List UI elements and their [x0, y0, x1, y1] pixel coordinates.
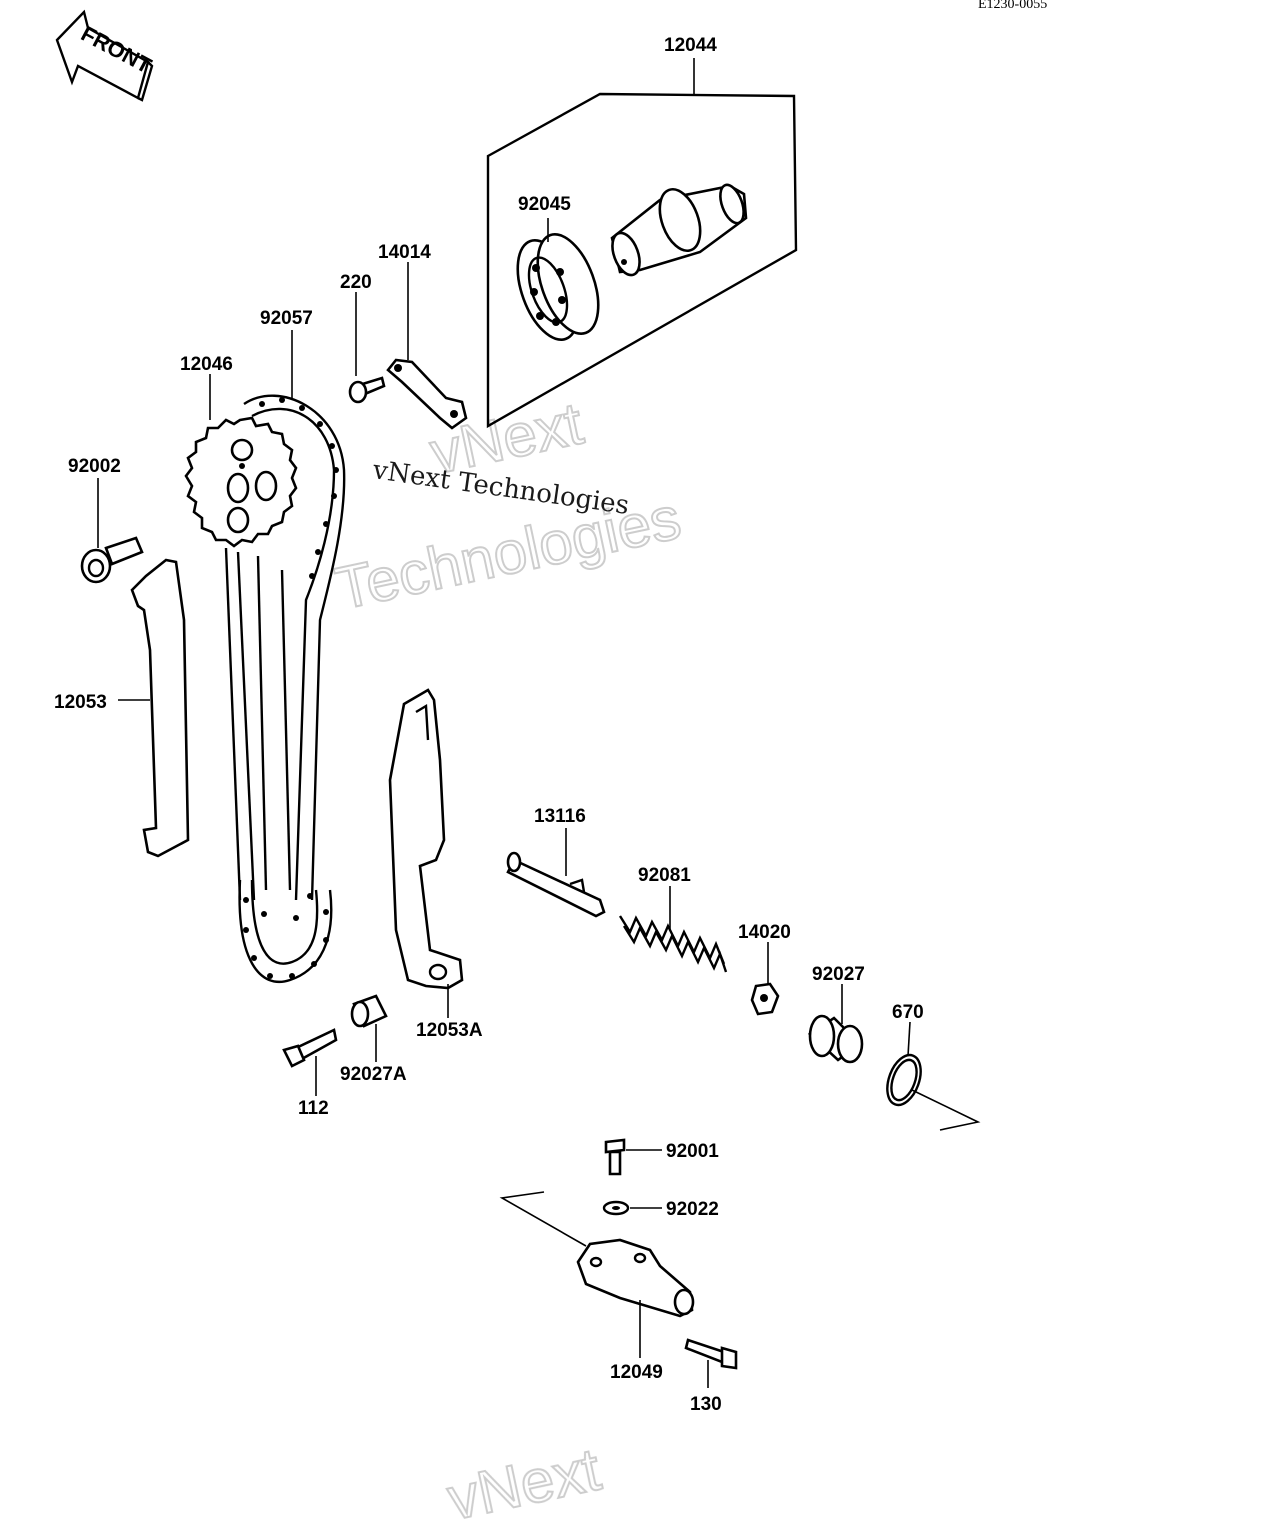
- part-label-92081: 92081: [638, 865, 691, 886]
- part-label-92045: 92045: [518, 194, 571, 215]
- cam-sprocket: [184, 374, 298, 548]
- part-label-12053A: 12053A: [416, 1020, 483, 1041]
- front-label: FRONT: [77, 21, 156, 79]
- cam-chain: [224, 330, 346, 983]
- bolt-92001: [604, 1138, 662, 1176]
- part-label-12053: 12053: [54, 692, 107, 713]
- watermark-text-bottom: vNext: [442, 1435, 606, 1532]
- spring-92081: [618, 886, 728, 973]
- part-label-92002: 92002: [68, 456, 121, 477]
- part-label-92027: 92027: [812, 964, 865, 985]
- chain-guide-holder: [386, 262, 468, 430]
- part-label-92001: 92001: [666, 1141, 719, 1162]
- part-label-12049: 12049: [610, 1362, 663, 1383]
- camshaft-assembly: [486, 58, 798, 429]
- washer-92022: [602, 1200, 662, 1216]
- part-label-14014: 14014: [378, 242, 431, 263]
- push-rod-13116: [506, 828, 606, 918]
- bolt-130: [684, 1338, 738, 1388]
- part-label-112: 112: [298, 1098, 329, 1119]
- screw-220: [348, 292, 386, 404]
- front-arrow-icon: FRONT: [55, 9, 156, 102]
- part-label-220: 220: [340, 272, 372, 293]
- part-label-670: 670: [892, 1002, 924, 1023]
- part-label-13116: 13116: [534, 806, 586, 827]
- bolt-112: [282, 1028, 338, 1096]
- part-label-12046: 12046: [180, 354, 233, 375]
- collar-92027: [807, 984, 864, 1064]
- part-label-12044: 12044: [664, 35, 717, 56]
- watermark-text-b: Technologies: [330, 484, 687, 622]
- part-label-92022: 92022: [666, 1199, 719, 1220]
- part-label-14020: 14020: [738, 922, 791, 943]
- diagram-code: E1230-0055: [978, 0, 1047, 12]
- nut-14020: [750, 942, 780, 1016]
- chain-guide-12053: [118, 558, 190, 858]
- tensioner-12049: [499, 1191, 695, 1358]
- bolt-92002: [80, 478, 144, 584]
- chain-guide-12053A: [388, 688, 464, 1018]
- part-label-130: 130: [690, 1394, 722, 1415]
- part-label-92027A: 92027A: [340, 1064, 407, 1085]
- o-ring-670: [886, 1021, 981, 1131]
- collar-92027A: [350, 994, 388, 1062]
- part-label-92057: 92057: [260, 308, 313, 329]
